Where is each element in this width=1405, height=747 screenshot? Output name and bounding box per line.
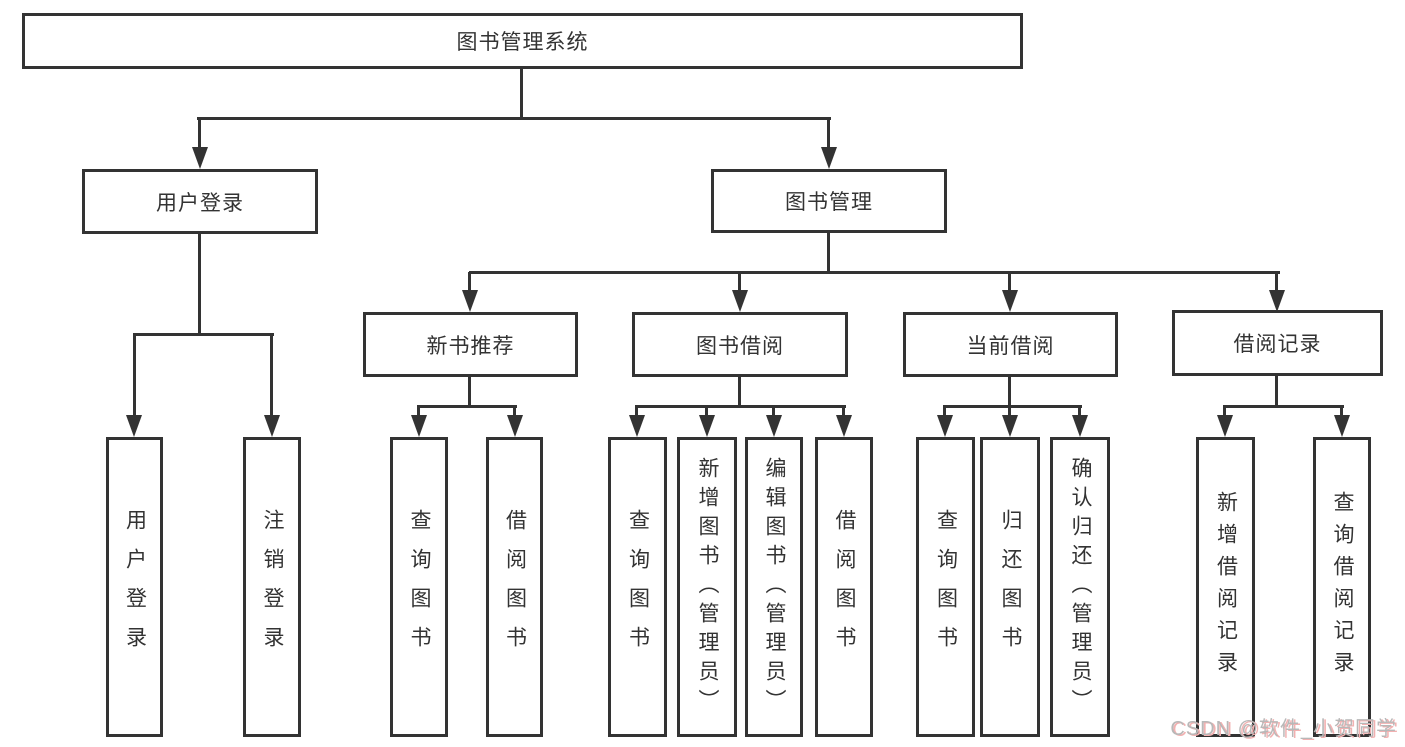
leaf-borrow-books-2: 借阅图书 <box>815 437 873 737</box>
connector-line <box>943 406 946 417</box>
node-library-system: 图书管理系统 <box>22 13 1023 69</box>
connector-line <box>1340 406 1343 417</box>
leaf-query-books-2: 查询图书 <box>608 437 667 737</box>
connector-line <box>943 405 1082 408</box>
watermark: CSDN @软件_小贺同学 <box>1170 718 1397 740</box>
node-book-management: 图书管理 <box>711 169 947 233</box>
connector-line <box>468 376 471 408</box>
connector-arrowhead <box>1334 415 1350 437</box>
node-borrowing-records-label: 借阅记录 <box>1233 333 1322 356</box>
leaf-add-borrow-record-label: 新增借阅记录 <box>1214 491 1238 683</box>
connector-arrowhead <box>1002 415 1018 437</box>
connector-line <box>1275 376 1278 408</box>
leaf-borrow-books-1: 借阅图书 <box>486 437 543 737</box>
connector-arrowhead <box>766 415 782 437</box>
connector-arrowhead <box>264 415 280 437</box>
leaf-add-book-admin: 新增图书（管理员） <box>677 437 737 737</box>
connector-line <box>197 117 831 120</box>
node-current-borrowing-label: 当前借阅 <box>966 334 1055 358</box>
connector-line <box>635 405 846 408</box>
connector-line <box>1008 272 1011 292</box>
connector-line <box>842 406 845 417</box>
connector-arrowhead <box>1002 290 1018 312</box>
node-user-login: 用户登录 <box>82 169 318 234</box>
connector-line <box>198 118 201 149</box>
node-new-book-recommendation-label: 新书推荐 <box>426 334 515 358</box>
leaf-logout: 注销登录 <box>243 437 301 737</box>
connector-line <box>827 232 830 274</box>
connector-arrowhead <box>699 415 715 437</box>
node-current-borrowing: 当前借阅 <box>903 312 1118 377</box>
connector-line <box>198 233 201 336</box>
leaf-query-borrow-record-label: 查询借阅记录 <box>1331 491 1354 683</box>
leaf-query-books-3: 查询图书 <box>916 437 975 737</box>
node-new-book-recommendation: 新书推荐 <box>363 312 578 377</box>
connector-arrowhead <box>126 415 142 437</box>
connector-arrowhead <box>1269 290 1285 312</box>
node-borrowing-records: 借阅记录 <box>1172 310 1383 376</box>
connector-line <box>1078 406 1081 417</box>
connector-arrowhead <box>836 415 852 437</box>
connector-line <box>469 271 1280 274</box>
leaf-add-borrow-record: 新增借阅记录 <box>1196 437 1255 737</box>
leaf-edit-book-admin: 编辑图书（管理员） <box>745 437 803 737</box>
leaf-query-books-3-label: 查询图书 <box>934 509 958 665</box>
connector-line <box>1223 405 1344 408</box>
connector-line <box>1008 406 1011 417</box>
connector-arrowhead <box>732 290 748 312</box>
connector-arrowhead <box>1217 415 1233 437</box>
connector-arrowhead <box>192 147 208 169</box>
leaf-user-login-label: 用户登录 <box>123 509 147 665</box>
leaf-borrow-books-1-label: 借阅图书 <box>503 509 527 665</box>
leaf-confirm-return-admin: 确认归还（管理员） <box>1050 437 1110 737</box>
connector-arrowhead <box>507 415 523 437</box>
node-library-system-label: 图书管理系统 <box>456 31 589 54</box>
leaf-query-borrow-record: 查询借阅记录 <box>1313 437 1371 737</box>
node-book-management-label: 图书管理 <box>785 191 873 214</box>
leaf-return-book: 归还图书 <box>980 437 1040 737</box>
leaf-confirm-return-admin-label: 确认归还（管理员） <box>1069 456 1092 718</box>
leaf-return-book-label: 归还图书 <box>999 509 1022 665</box>
connector-arrowhead <box>462 290 478 312</box>
connector-line <box>133 334 136 417</box>
leaf-logout-label: 注销登录 <box>261 509 284 665</box>
node-book-borrowing: 图书借阅 <box>632 312 848 377</box>
connector-line <box>1275 272 1278 292</box>
connector-arrowhead <box>1072 415 1088 437</box>
leaf-query-books-2-label: 查询图书 <box>626 509 650 665</box>
connector-line <box>133 333 274 336</box>
connector-arrowhead <box>937 415 953 437</box>
connector-line <box>635 406 638 417</box>
leaf-query-books-1: 查询图书 <box>390 437 448 737</box>
connector-line <box>827 118 830 149</box>
leaf-user-login: 用户登录 <box>106 437 163 737</box>
connector-arrowhead <box>629 415 645 437</box>
connector-arrowhead <box>821 147 837 169</box>
connector-line <box>270 334 273 417</box>
connector-line <box>1008 376 1011 408</box>
node-book-borrowing-label: 图书借阅 <box>696 334 784 358</box>
connector-line <box>772 406 775 417</box>
node-user-login-label: 用户登录 <box>156 191 244 215</box>
connector-line <box>738 376 741 408</box>
connector-line <box>468 272 471 292</box>
leaf-edit-book-admin-label: 编辑图书（管理员） <box>763 456 786 718</box>
leaf-query-books-1-label: 查询图书 <box>408 509 431 665</box>
connector-line <box>417 405 517 408</box>
leaf-borrow-books-2-label: 借阅图书 <box>833 509 856 665</box>
connector-line <box>417 406 420 417</box>
connector-line <box>705 406 708 417</box>
connector-line <box>738 272 741 292</box>
leaf-add-book-admin-label: 新增图书（管理员） <box>696 456 719 718</box>
connector-line <box>1223 406 1226 417</box>
connector-arrowhead <box>411 415 427 437</box>
connector-line <box>513 406 516 417</box>
connector-line <box>520 68 523 119</box>
